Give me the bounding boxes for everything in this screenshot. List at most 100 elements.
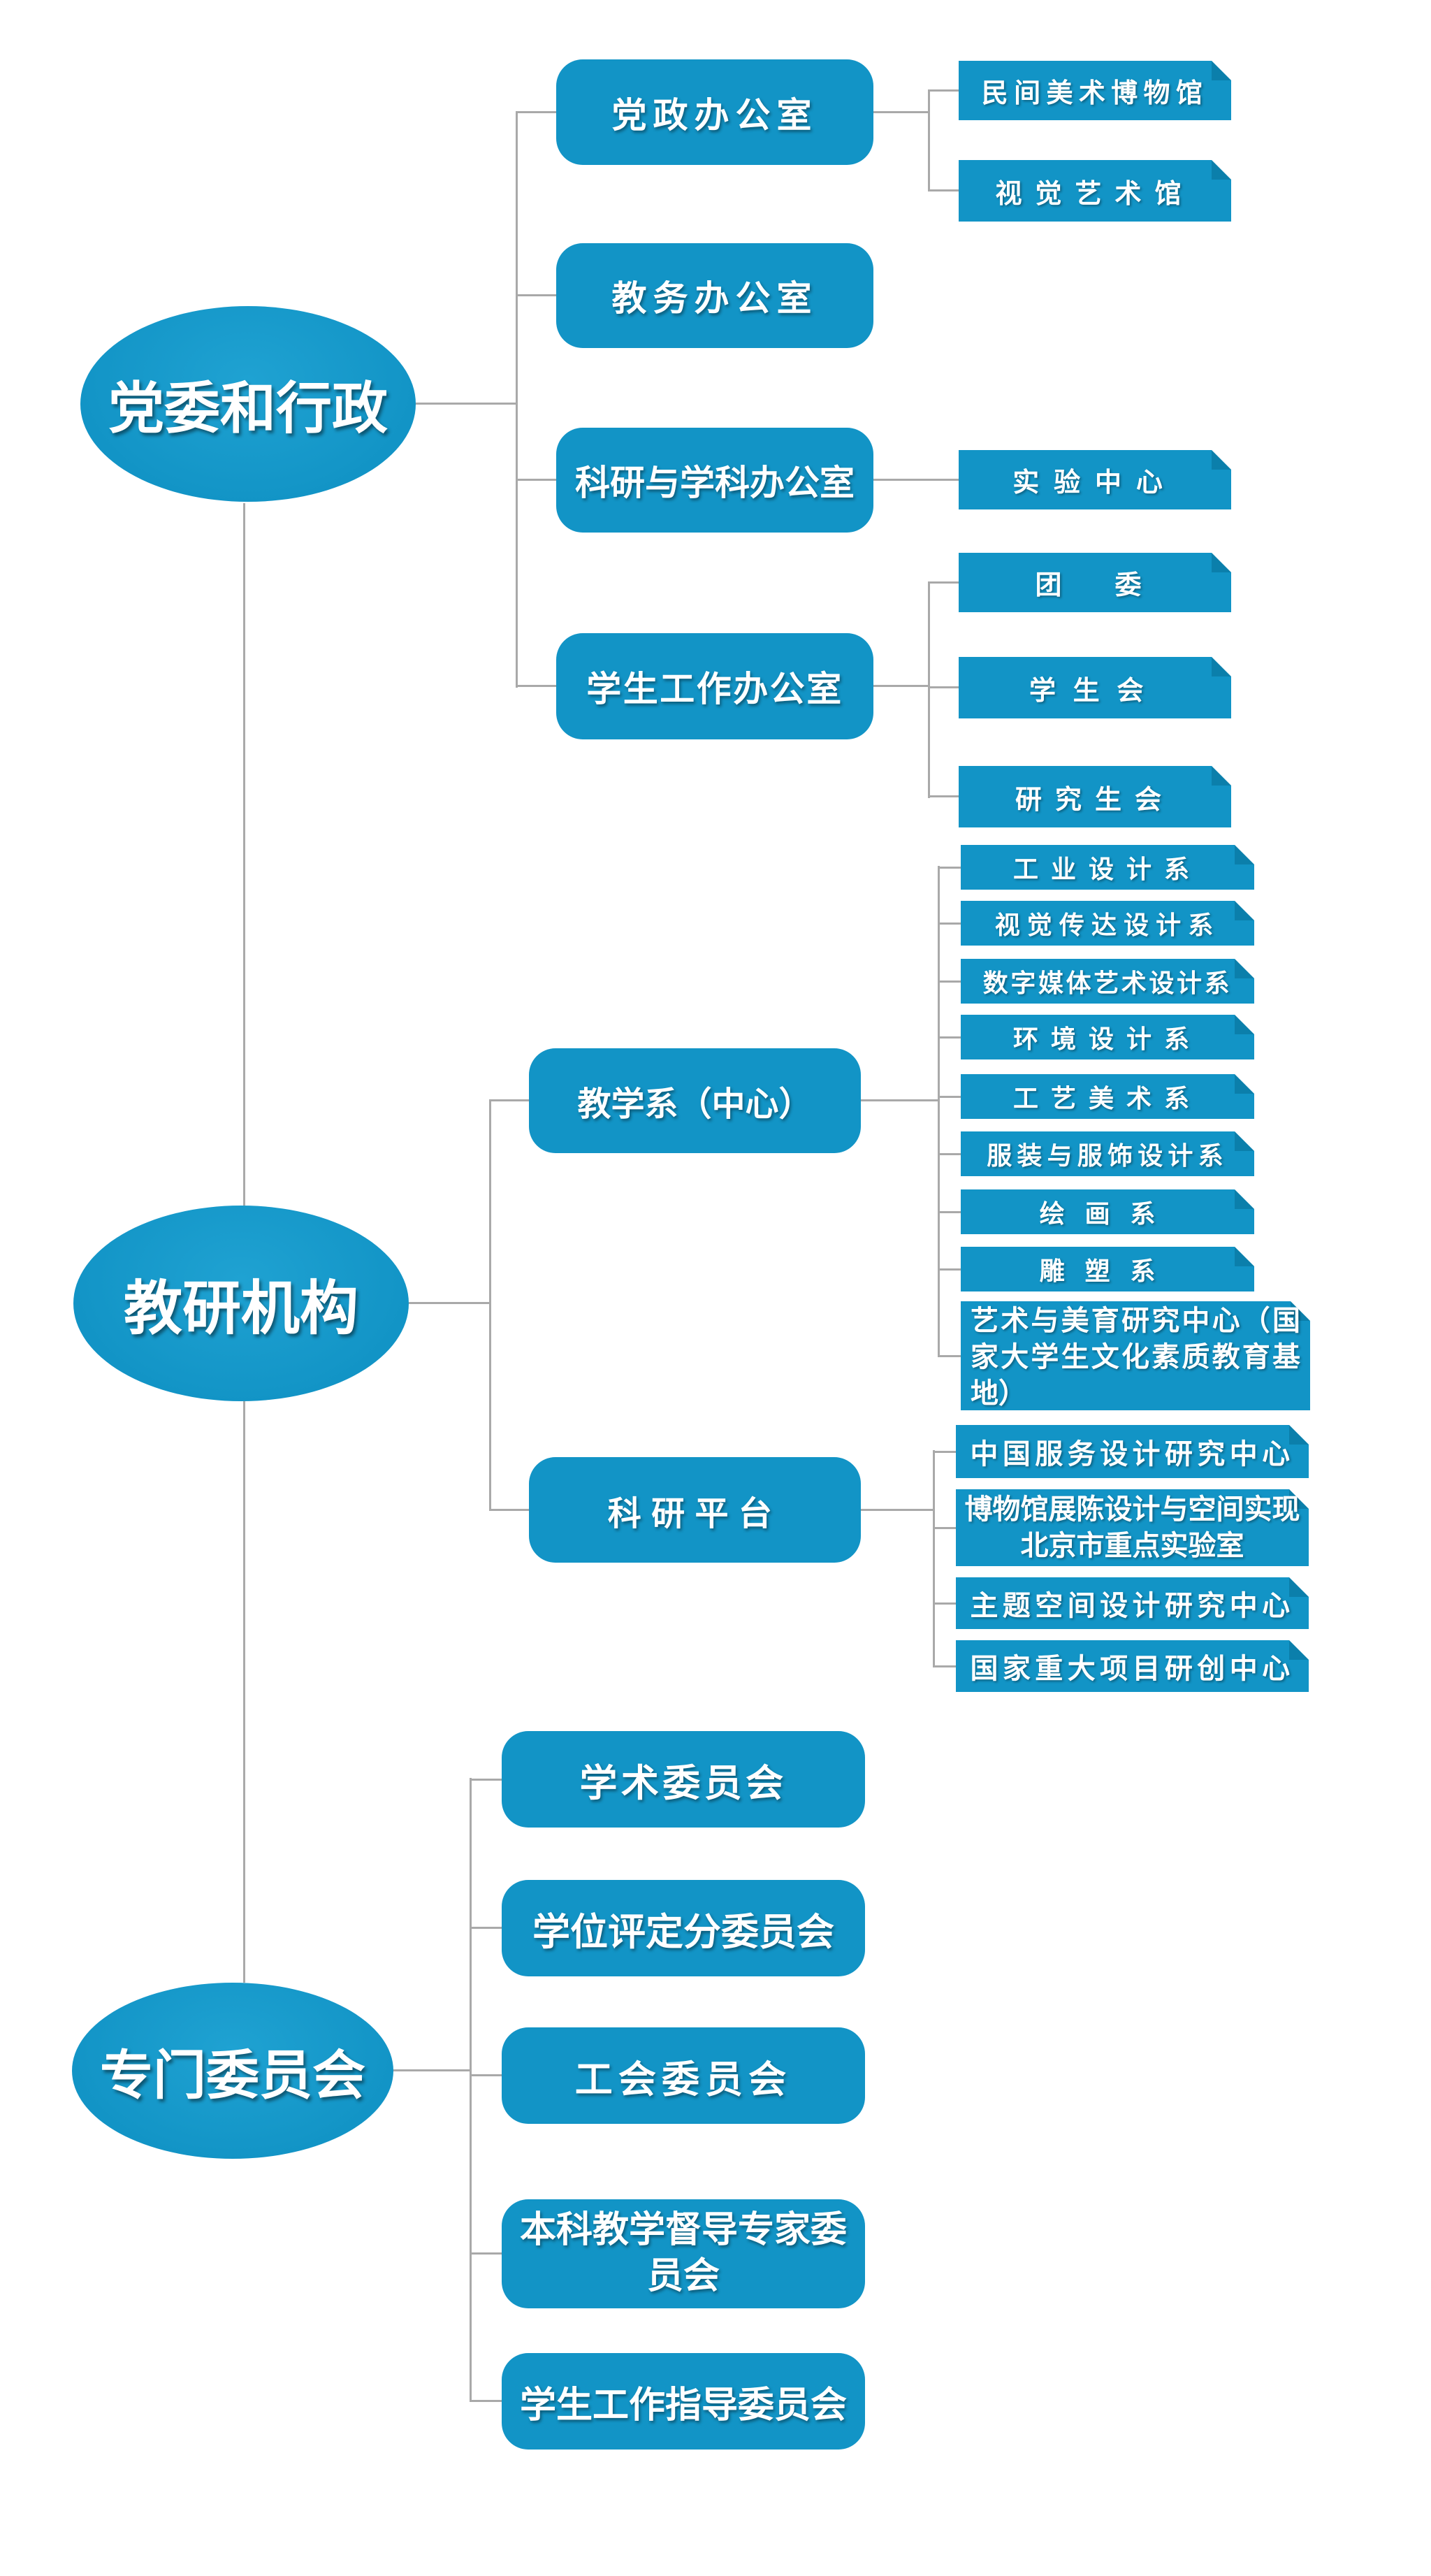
connector-b2-stub1 bbox=[933, 1451, 956, 1453]
connector-c-stub3 bbox=[470, 2074, 502, 2076]
academic-affairs-office-box: 教务办公室 bbox=[556, 243, 873, 348]
connector-b1-stub7 bbox=[938, 1211, 961, 1213]
student-union-box: 学生会 bbox=[959, 657, 1231, 718]
arts-crafts-label: 工艺美术系 bbox=[1012, 1085, 1202, 1113]
industrial-design-label: 工业设计系 bbox=[1012, 855, 1202, 883]
connector-b1-trunk bbox=[938, 866, 940, 1356]
graduate-union-label: 研究生会 bbox=[1015, 785, 1175, 815]
connector-spine-2 bbox=[243, 1401, 245, 1983]
fold-corner-icon bbox=[1235, 1015, 1254, 1034]
connector-a-main bbox=[416, 403, 516, 405]
art-aesthetic-center-box: 艺术与美育研究中心（国家大学生文化素质教育基地） bbox=[961, 1301, 1310, 1410]
connector-a1-trunk bbox=[928, 89, 930, 191]
academic-committee-box: 学术委员会 bbox=[502, 1731, 865, 1828]
connector-b1-stub2 bbox=[938, 922, 961, 925]
fold-corner-icon bbox=[1235, 1247, 1254, 1266]
youth-league-label: 团 委 bbox=[1035, 571, 1155, 600]
connector-b-stub2 bbox=[489, 1509, 529, 1511]
degree-committee-box: 学位评定分委员会 bbox=[502, 1880, 865, 1976]
connector-c-stub2 bbox=[470, 1927, 502, 1929]
visual-communication-box: 视觉传达设计系 bbox=[961, 901, 1254, 946]
digital-media-box: 数字媒体艺术设计系 bbox=[961, 959, 1254, 1004]
teaching-research-ellipse: 教研机构 bbox=[73, 1206, 409, 1401]
connector-a1-stub2 bbox=[928, 189, 959, 191]
fold-corner-icon bbox=[1235, 959, 1254, 978]
connector-a1-main bbox=[873, 111, 928, 113]
visual-art-gallery-box: 视觉艺术馆 bbox=[959, 160, 1231, 222]
connector-b2-trunk bbox=[933, 1450, 935, 1667]
connector-a1-stub1 bbox=[928, 89, 959, 92]
connector-b1-main bbox=[861, 1099, 938, 1101]
fold-corner-icon bbox=[1212, 450, 1231, 470]
connector-a4-stub1 bbox=[928, 581, 959, 584]
fold-corner-icon bbox=[1235, 1074, 1254, 1094]
connector-b1-stub3 bbox=[938, 981, 961, 983]
connector-b-stub1 bbox=[489, 1099, 529, 1101]
connector-b2-stub2 bbox=[933, 1527, 956, 1529]
connector-a4-trunk bbox=[928, 581, 930, 798]
connector-a-stub1 bbox=[516, 111, 556, 113]
environment-design-box: 环境设计系 bbox=[961, 1015, 1254, 1059]
connector-b1-stub5 bbox=[938, 1096, 961, 1098]
supervision-committee-box: 本科教学督导专家委员会 bbox=[502, 2199, 865, 2308]
service-design-center-box: 中国服务设计研究中心 bbox=[956, 1425, 1309, 1478]
connector-a3-main bbox=[873, 479, 959, 481]
graduate-union-box: 研究生会 bbox=[959, 766, 1231, 827]
special-committees-ellipse: 专门委员会 bbox=[72, 1983, 393, 2159]
party-gov-office-box: 党政办公室 bbox=[556, 59, 873, 165]
fold-corner-icon bbox=[1212, 160, 1231, 180]
national-projects-center-box: 国家重大项目研创中心 bbox=[956, 1640, 1309, 1692]
student-union-label: 学生会 bbox=[1029, 676, 1161, 706]
fold-corner-icon bbox=[1235, 1131, 1254, 1151]
connector-b-main bbox=[409, 1302, 489, 1304]
connector-a-stub4 bbox=[516, 685, 556, 687]
connector-b-trunk bbox=[489, 1099, 491, 1511]
connector-spine-1 bbox=[243, 503, 245, 1206]
connector-b2-stub3 bbox=[933, 1602, 956, 1605]
fold-corner-icon bbox=[1212, 553, 1231, 572]
fold-corner-icon bbox=[1235, 845, 1254, 864]
connector-b1-stub4 bbox=[938, 1036, 961, 1039]
connector-b2-main bbox=[861, 1509, 933, 1511]
union-committee-box: 工会委员会 bbox=[502, 2027, 865, 2124]
teaching-depts-box: 教学系（中心） bbox=[529, 1048, 861, 1153]
connector-c-stub1 bbox=[470, 1779, 502, 1781]
connector-c-trunk bbox=[470, 1778, 472, 2402]
connector-a4-main bbox=[873, 685, 928, 687]
museum-lab-label: 博物馆展陈设计与空间实现北京市重点实验室 bbox=[964, 1493, 1300, 1561]
fold-corner-icon bbox=[1212, 61, 1231, 80]
student-guidance-committee-box: 学生工作指导委员会 bbox=[502, 2353, 865, 2450]
research-discipline-office-box: 科研与学科办公室 bbox=[556, 428, 873, 533]
connector-b1-stub6 bbox=[938, 1153, 961, 1155]
party-admin-ellipse: 党委和行政 bbox=[80, 306, 416, 502]
connector-c-stub5 bbox=[470, 2400, 502, 2402]
sculpture-box: 雕塑系 bbox=[961, 1247, 1254, 1291]
connector-a-stub2 bbox=[516, 294, 556, 296]
theme-space-center-box: 主题空间设计研究中心 bbox=[956, 1577, 1309, 1629]
connector-b1-stub1 bbox=[938, 867, 961, 869]
industrial-design-box: 工业设计系 bbox=[961, 845, 1254, 890]
arts-crafts-box: 工艺美术系 bbox=[961, 1074, 1254, 1119]
fold-corner-icon bbox=[1235, 1189, 1254, 1209]
fashion-design-box: 服装与服饰设计系 bbox=[961, 1131, 1254, 1176]
environment-design-label: 环境设计系 bbox=[1012, 1025, 1202, 1053]
theme-space-center-label: 主题空间设计研究中心 bbox=[970, 1590, 1295, 1621]
experiment-center-box: 实验中心 bbox=[959, 450, 1231, 509]
fold-corner-icon bbox=[1212, 766, 1231, 786]
experiment-center-label: 实验中心 bbox=[1012, 468, 1177, 498]
connector-a-stub3 bbox=[516, 479, 556, 481]
research-platform-box: 科研平台 bbox=[529, 1457, 861, 1563]
sculpture-label: 雕塑系 bbox=[1039, 1257, 1176, 1285]
connector-b2-stub4 bbox=[933, 1665, 956, 1667]
digital-media-label: 数字媒体艺术设计系 bbox=[982, 969, 1233, 997]
folk-art-museum-label: 民间美术博物馆 bbox=[981, 79, 1209, 108]
service-design-center-label: 中国服务设计研究中心 bbox=[970, 1438, 1295, 1470]
connector-c-stub4 bbox=[470, 2252, 502, 2255]
national-projects-center-label: 国家重大项目研创中心 bbox=[970, 1653, 1295, 1684]
folk-art-museum-box: 民间美术博物馆 bbox=[959, 61, 1231, 120]
connector-a4-stub2 bbox=[928, 686, 959, 688]
connector-b1-stub9 bbox=[938, 1355, 961, 1357]
fashion-design-label: 服装与服饰设计系 bbox=[987, 1142, 1228, 1170]
connector-a4-stub3 bbox=[928, 795, 959, 797]
